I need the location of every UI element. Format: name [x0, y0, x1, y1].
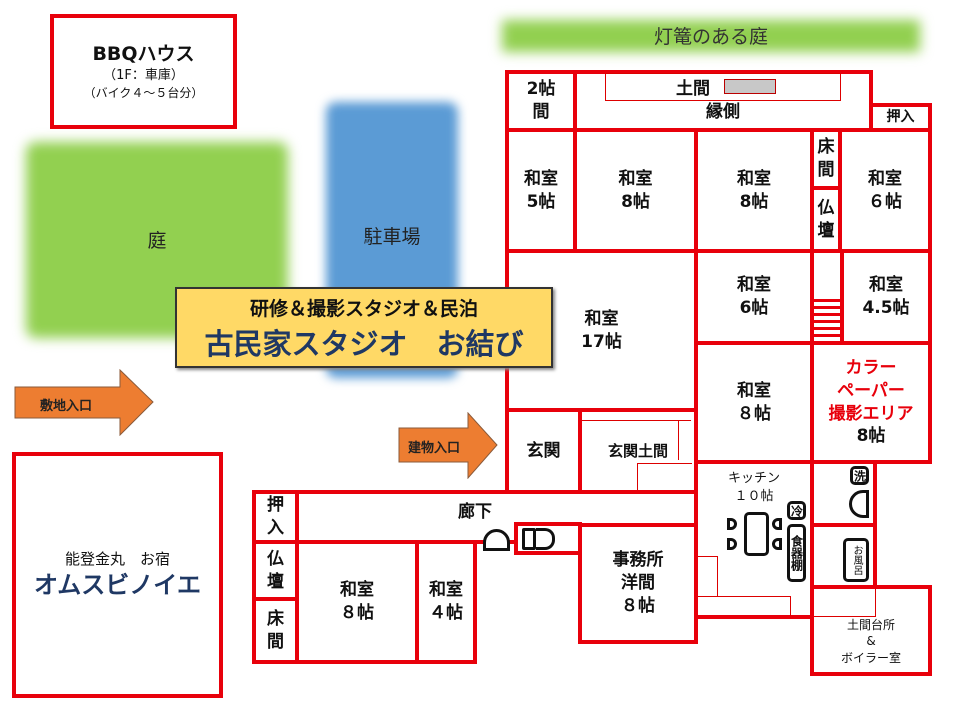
doma-kitchen-boiler: 土間台所 & ボイラー室 [810, 585, 932, 676]
doma-fixture [724, 79, 776, 94]
inn-name: オムスビノイエ [33, 570, 202, 599]
tokonoma-west: 床 間 [252, 597, 299, 664]
washitsu-4-5: 和室 4.5帖 [840, 249, 932, 345]
washitsu-5: 和室 5帖 [505, 128, 577, 253]
inn-building: 能登金丸 お宿 オムスビノイエ [12, 452, 223, 698]
genkan-step-line [678, 420, 679, 460]
washer-icon: 洗 [850, 466, 869, 485]
genkan-shoe-box [637, 463, 692, 491]
fridge-icon: 冷 [787, 501, 806, 520]
chair-icon [727, 518, 737, 530]
washitsu-6a: 和室 ６帖 [838, 128, 932, 253]
kitchen-counter [698, 556, 718, 596]
washitsu-8a: 和室 8帖 [573, 128, 698, 253]
washitsu-8c: 和室 ８帖 [694, 341, 814, 464]
banner-subtitle: 研修＆撮影スタジオ＆民泊 [249, 298, 478, 320]
bbq-house: BBQハウス （1F：車庫） （バイク４～５台分） [50, 14, 237, 129]
washitsu-8d: 和室 ８帖 [295, 540, 419, 664]
parking-label: 駐車場 [363, 226, 421, 248]
building-entrance-arrow [398, 412, 498, 479]
building-entrance-label: 建物入口 [408, 441, 461, 456]
genkan-step-line [582, 420, 691, 421]
cupboard-icon: 食器棚 [787, 524, 806, 582]
banner-title: 古民家スタジオ お結び [204, 327, 524, 361]
washitsu-6b: 和室 6帖 [694, 249, 814, 345]
oshiire-west: 押 入 [252, 490, 299, 544]
color-paper-label: カラー ペーパー 撮影エリア [828, 357, 914, 424]
lantern-garden-label: 灯篭のある庭 [653, 26, 768, 48]
room-2jo: 2帖 間 [505, 70, 577, 132]
inn-sub: 能登金丸 お宿 [64, 549, 170, 568]
bbq-sub1: （1F：車庫） [103, 68, 184, 84]
bath-icon: お風呂 [843, 538, 869, 582]
office: 事務所 洋間 ８帖 [578, 523, 698, 644]
toilet-icon [483, 529, 510, 551]
genkan: 玄関 [505, 408, 582, 494]
kitchen-counter [698, 596, 791, 616]
toilet-tank-icon [522, 527, 536, 550]
doma-step [814, 589, 876, 617]
sink-icon [849, 490, 869, 518]
chair-icon [727, 538, 737, 550]
butsudan-west: 仏 壇 [252, 540, 299, 601]
bbq-sub2: （バイク４～５台分） [83, 86, 204, 100]
toilet-bowl-icon [536, 527, 555, 550]
engawa: 縁側 [573, 70, 873, 132]
bbq-title: BBQハウス [92, 42, 195, 65]
lantern-garden-area [502, 20, 920, 52]
chair-icon [772, 538, 782, 550]
site-entrance-arrow [14, 369, 154, 436]
site-entrance-label: 敷地入口 [40, 399, 93, 414]
dining-table-icon [744, 512, 769, 556]
color-paper-size: 8帖 [856, 426, 886, 447]
washitsu-8b: 和室 8帖 [694, 128, 814, 253]
stairs[interactable] [810, 249, 844, 345]
doma: 土間 [605, 73, 841, 101]
washitsu-4: 和室 ４帖 [415, 540, 477, 664]
studio-banner: 研修＆撮影スタジオ＆民泊 古民家スタジオ お結び [175, 287, 553, 368]
chair-icon [772, 518, 782, 530]
color-paper-area: カラー ペーパー 撮影エリア 8帖 [810, 341, 932, 464]
garden-label: 庭 [147, 230, 167, 252]
toilet-room [514, 522, 582, 555]
